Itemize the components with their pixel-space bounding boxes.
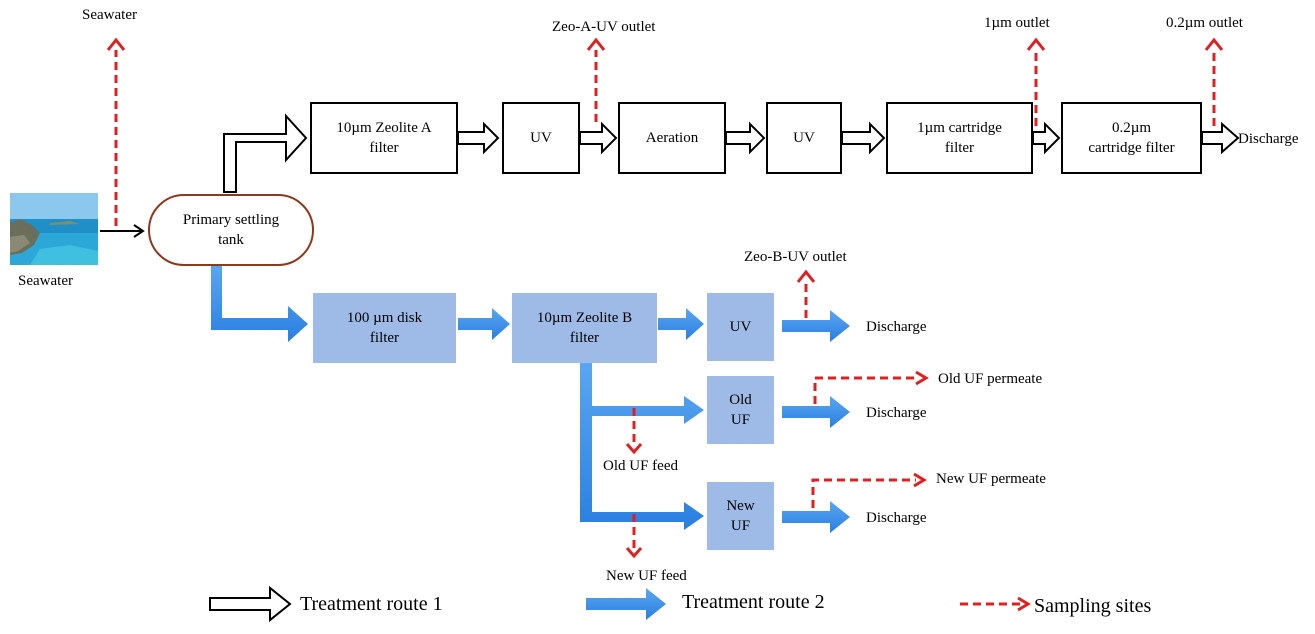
route1-discharge-label: Discharge (1238, 131, 1299, 147)
route1-arrow-zeolite-a-to-uv1 (457, 121, 500, 155)
route2-arrow-disk-to-zeolite-b (458, 308, 510, 340)
route2-arrow-tank-to-disk (211, 264, 308, 342)
cartridge-02um-box: 0.2µm cartridge filter (1061, 102, 1202, 174)
route2-arrow-zeolite-b-to-uv (658, 308, 704, 340)
cartridge-1um-box: 1µm cartridge filter (886, 102, 1033, 174)
primary-settling-tank: Primary settling tank (148, 194, 314, 266)
legend-route2-label: Treatment route 2 (682, 591, 825, 613)
route1-arrow-tank-to-zeolite-a (223, 113, 308, 193)
zeo-b-uv-outlet-label: Zeo-B-UV outlet (744, 249, 847, 265)
zeolite-b-filter-box: 10µm Zeolite B filter (512, 293, 657, 363)
sampling-new-uf-permeate (811, 478, 916, 508)
route1-arrow-cartridge02-to-discharge (1201, 121, 1240, 155)
route2-arrows (211, 264, 850, 533)
legend-route1-label: Treatment route 1 (300, 593, 443, 615)
aeration-box: Aeration (618, 102, 726, 174)
route1-arrow-cartridge1-to-cartridge02 (1032, 121, 1061, 155)
route2-arrow-new-uf-to-discharge (782, 501, 850, 533)
route2-new-uf-discharge-label: Discharge (866, 510, 927, 526)
outlet-1um-label: 1µm outlet (984, 15, 1050, 31)
legend-graphics (209, 585, 1031, 623)
route2-uv-discharge-label: Discharge (866, 319, 927, 335)
new-uf-permeate-label: New UF permeate (936, 471, 1046, 487)
new-uf-box: New UF (707, 482, 774, 550)
legend-route2-arrow (586, 588, 666, 620)
legend-sampling-head (1017, 596, 1031, 612)
inlet-arrow (100, 224, 145, 238)
new-uf-feed-label: New UF feed (606, 568, 687, 584)
legend-route1-arrow (209, 585, 292, 623)
uv2-box: UV (766, 102, 842, 174)
zeolite-a-filter-box: 10µm Zeolite A filter (310, 102, 458, 174)
old-uf-box: Old UF (707, 376, 774, 444)
route2-uv-box: UV (707, 293, 774, 361)
route1-arrows (223, 113, 1240, 193)
outlet-02um-label: 0.2µm outlet (1166, 15, 1243, 31)
seawater-photo-label: Seawater (18, 273, 73, 289)
route2-trunk (580, 362, 704, 530)
sampling-arrowheads (106, 37, 1224, 559)
route2-old-uf-discharge-label: Discharge (866, 405, 927, 421)
legend-sampling-label: Sampling sites (1034, 595, 1152, 617)
route1-arrow-uv1-to-aeration (579, 121, 618, 155)
route1-arrow-uv2-to-cartridge1 (841, 121, 886, 155)
seawater-photo (10, 193, 98, 265)
seawater-sampling-label: Seawater (82, 7, 137, 23)
sampling-lines (114, 50, 1216, 550)
uv1-box: UV (502, 102, 580, 174)
sampling-old-uf-permeate (813, 376, 918, 404)
route1-arrow-aeration-to-uv2 (725, 121, 766, 155)
disk-filter-box: 100 µm disk filter (313, 293, 456, 363)
old-uf-feed-label: Old UF feed (603, 458, 678, 474)
route2-arrow-uv-to-discharge (782, 310, 850, 342)
route2-arrow-old-uf-to-discharge (782, 396, 850, 428)
old-uf-permeate-label: Old UF permeate (938, 371, 1043, 387)
zeo-a-uv-outlet-label: Zeo-A-UV outlet (552, 19, 656, 35)
